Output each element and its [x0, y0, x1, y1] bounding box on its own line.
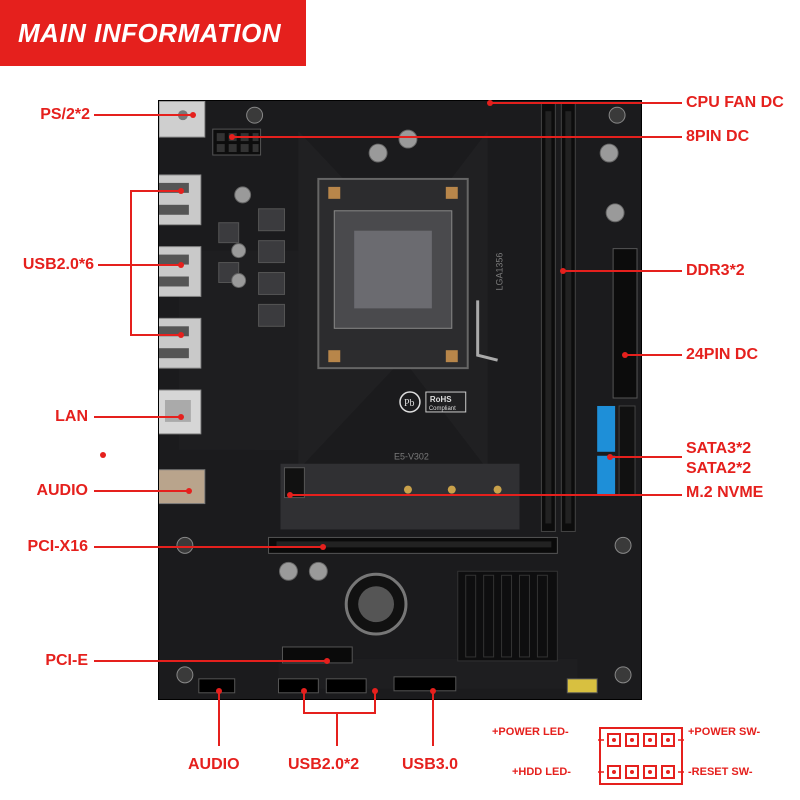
capacitors: [231, 129, 625, 581]
label-8pin: 8PIN DC: [686, 128, 750, 145]
pcie-x16-slot: [268, 536, 558, 554]
front-panel-hdd-led: +HDD LED-: [512, 766, 571, 778]
24pin-connector: [612, 248, 638, 399]
label-cpu-fan: CPU FAN DC: [686, 94, 784, 111]
front-panel-power-sw: +POWER SW-: [688, 726, 761, 738]
audio-jack: [159, 469, 206, 505]
label-24pin: 24PIN DC: [686, 346, 759, 363]
front-panel-header-pins: [598, 727, 684, 785]
vrm-chokes: [218, 208, 285, 327]
usb-ports-rear: [159, 174, 202, 369]
front-panel-reset-sw: -RESET SW-: [688, 766, 753, 778]
pcie-x1-slot: [281, 646, 353, 664]
label-sata2: SATA2*2: [686, 460, 752, 477]
label-ps2: PS/2*2: [40, 106, 90, 123]
ddr3-slots: [540, 102, 576, 532]
model-label: E5-V302: [394, 452, 429, 462]
svg-text:Pb: Pb: [404, 398, 415, 409]
sata2-port: [597, 455, 616, 496]
rohs-sub: Compliant: [429, 406, 456, 412]
label-audio-left: AUDIO: [36, 482, 88, 499]
label-usb20-2: USB2.0*2: [288, 756, 360, 773]
socket-label: LGA1356: [495, 253, 505, 291]
m2-slot: [280, 463, 520, 530]
front-panel-power-led: +POWER LED-: [492, 726, 569, 738]
label-m2: M.2 NVME: [686, 484, 764, 501]
label-pci-e: PCI-E: [45, 652, 88, 669]
label-ddr3: DDR3*2: [686, 262, 745, 279]
label-audio-bottom: AUDIO: [188, 756, 240, 773]
sata3-port: [597, 405, 616, 452]
chipset-heatsink: [457, 570, 558, 662]
label-lan: LAN: [55, 408, 88, 425]
bottom-headers: [198, 676, 598, 694]
label-sata3: SATA3*2: [686, 440, 752, 457]
mounting-holes: [176, 106, 632, 684]
rohs-label: RoHS: [430, 395, 452, 404]
main-information-banner: MAIN INFORMATION: [0, 0, 306, 66]
cpu-socket: [317, 177, 498, 370]
label-usb20-6: USB2.0*6: [22, 256, 94, 273]
label-usb30: USB3.0: [402, 756, 459, 773]
front-panel-diagram: +POWER LED- +POWER SW- +HDD LED- -RESET …: [490, 718, 786, 796]
motherboard-image: LGA1356 Pb RoHS Compliant E5-V302: [158, 100, 642, 700]
label-pci-x16: PCI-X16: [27, 538, 88, 555]
